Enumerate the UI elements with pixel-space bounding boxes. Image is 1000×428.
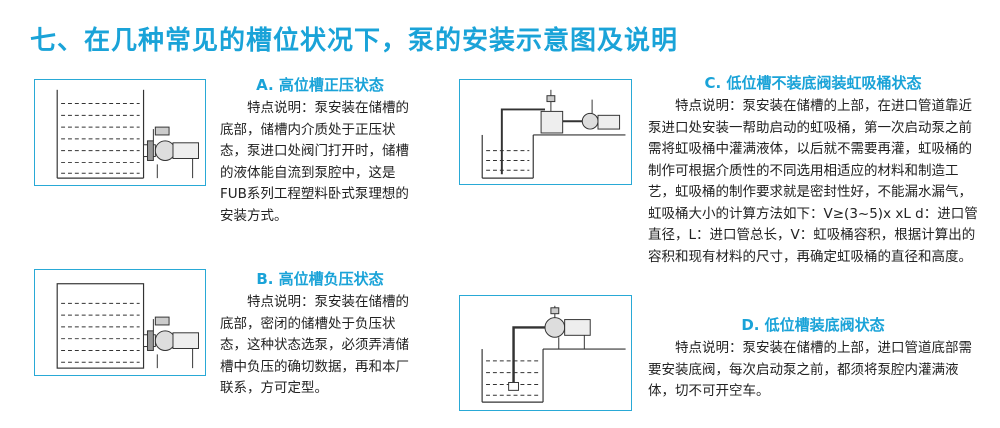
section-d-title: D. 低位槽装底阀状态	[741, 316, 885, 334]
section-d-body: 特点说明：泵安装在储槽的上部，进口管道底部需要安装底阀，每次启动泵之前，都须将泵…	[648, 340, 972, 399]
section-c-body: 特点说明：泵安装在储槽的上部，在进口管道靠近泵进口处安装一帮助启动的虹吸桶，第一…	[648, 98, 978, 265]
page-title: 七、在几种常见的槽位状况下，泵的安装示意图及说明	[30, 26, 679, 56]
section-d: D. 低位槽装底阀状态 特点说明：泵安装在储槽的上部，进口管道底部需要安装底阀，…	[648, 314, 978, 403]
section-b-body: 特点说明：泵安装在储槽的底部，密闭的储槽处于负压状态，这种状态选泵，必须弄清储槽…	[220, 294, 409, 396]
diagram-b-high-tank-negative-pressure	[34, 269, 206, 376]
diagram-c-siphon-tank	[459, 79, 632, 185]
section-b-title: B. 高位槽负压状态	[256, 270, 384, 288]
diagram-d-foot-valve	[459, 295, 632, 411]
section-a-body: 特点说明：泵安装在储槽的底部，储槽内介质处于正压状态，泵进口处阀门打开时，储槽的…	[220, 100, 409, 224]
sealed-tank-pump-diagram-icon	[56, 283, 199, 369]
foot-valve-pump-diagram-icon	[481, 305, 626, 403]
section-a-title: A. 高位槽正压状态	[256, 76, 384, 94]
section-b: B. 高位槽负压状态 特点说明：泵安装在储槽的底部，密闭的储槽处于负压状态，这种…	[220, 268, 420, 400]
siphon-pump-diagram-icon	[481, 89, 626, 179]
section-a: A. 高位槽正压状态 特点说明：泵安装在储槽的底部，储槽内介质处于正压状态，泵进…	[220, 74, 420, 227]
section-c: C. 低位槽不装底阀装虹吸桶状态 特点说明：泵安装在储槽的上部，在进口管道靠近泵…	[648, 72, 978, 268]
section-c-title: C. 低位槽不装底阀装虹吸桶状态	[704, 74, 922, 92]
diagram-a-high-tank-positive-pressure	[34, 79, 206, 186]
tank-pump-diagram-icon	[56, 89, 199, 179]
